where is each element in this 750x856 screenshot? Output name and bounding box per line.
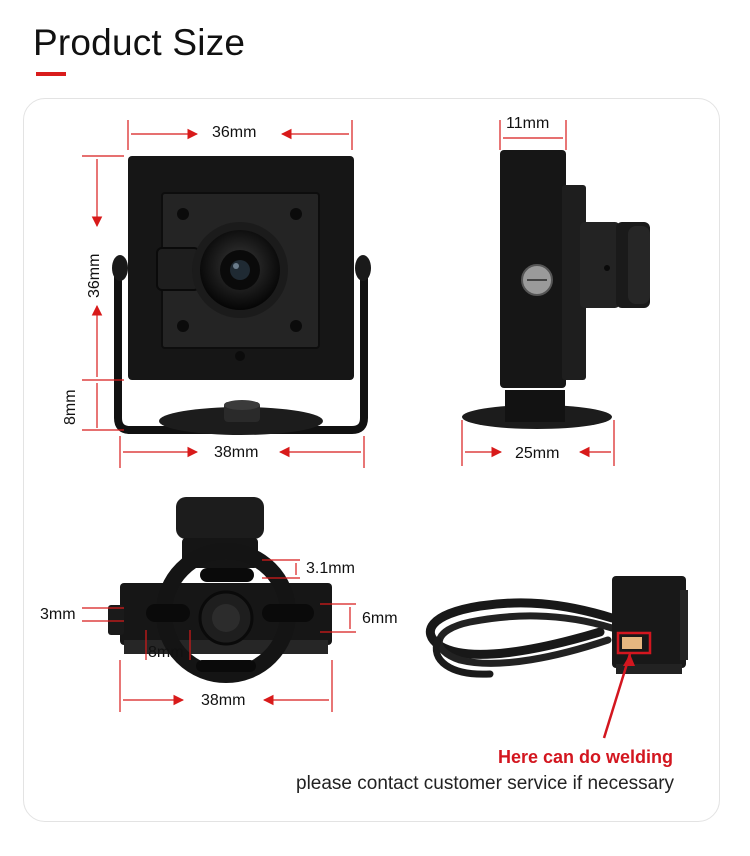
camera-bottom-icon	[108, 497, 332, 683]
welding-note: Here can do welding	[498, 747, 674, 767]
bottom-hole-label: 6mm	[362, 610, 398, 627]
front-dimension-lines	[82, 120, 365, 468]
contact-note: please contact customer service if neces…	[296, 773, 675, 794]
bottom-slot-width-label: 8mm	[148, 644, 184, 661]
side-depth-label: 11mm	[506, 115, 550, 132]
side-dimension-lines	[461, 120, 615, 466]
bottom-offset-label: 3.1mm	[306, 560, 355, 577]
bottom-slot-label: 3mm	[40, 606, 76, 623]
front-bracket-height-label: 8mm	[62, 389, 79, 425]
front-height-label: 36mm	[86, 253, 103, 298]
page-title: Product Size	[33, 22, 246, 63]
front-bracket-width-label: 38mm	[214, 444, 259, 461]
camera-front-icon	[112, 156, 371, 435]
title-underline	[36, 72, 66, 76]
front-width-label: 36mm	[212, 124, 257, 141]
camera-side-icon	[462, 150, 650, 429]
camera-cable-icon	[425, 576, 688, 739]
side-base-width-label: 25mm	[515, 445, 560, 462]
bottom-dimension-lines	[82, 559, 356, 712]
bottom-base-width-label: 38mm	[201, 692, 246, 709]
